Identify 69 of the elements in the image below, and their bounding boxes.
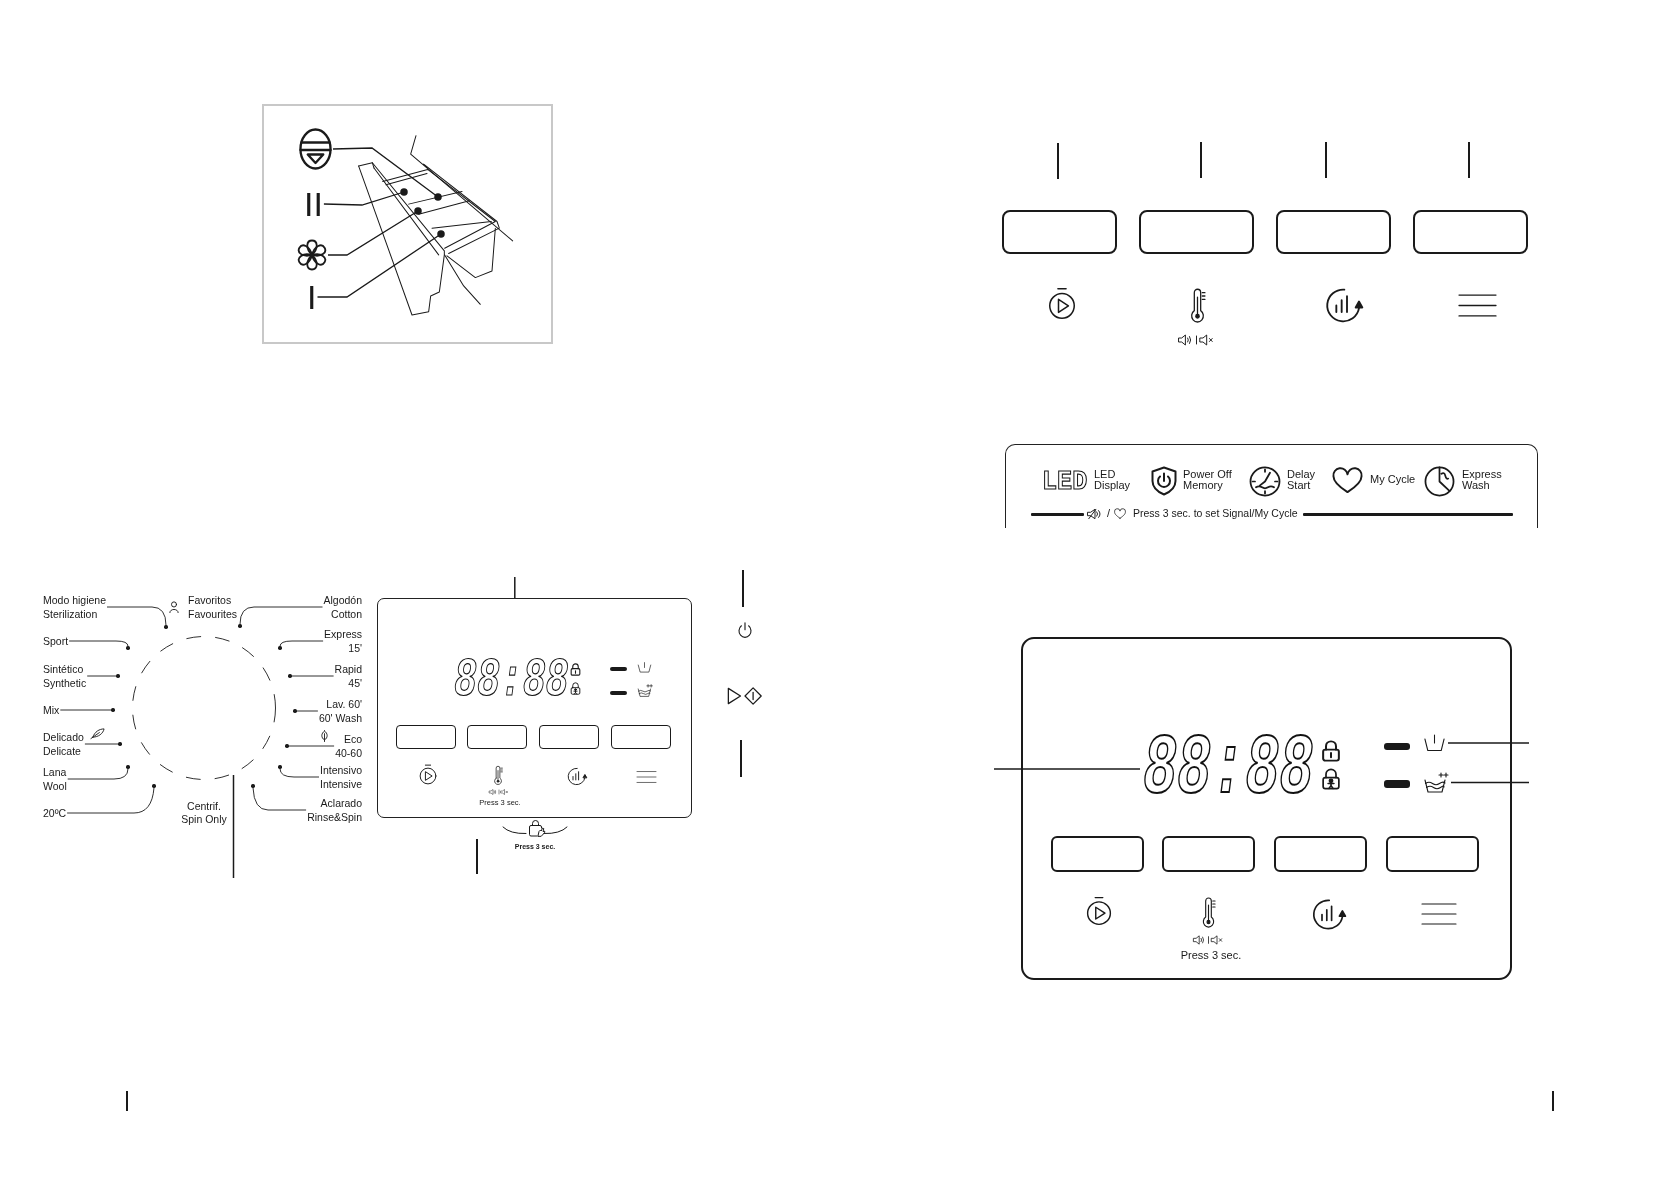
segment-letters: LED [1042,471,1088,492]
program-label: Spin Only [181,812,227,826]
leader-line [279,768,320,778]
program-label: Intensivo Intensive [319,763,362,791]
numeral-label: II [304,187,323,221]
legend-text: My Cycle [1370,474,1416,485]
program-label: Rapid 45' [334,662,362,690]
program-label: Centrif. [187,799,221,813]
legend-text: LED Display [1094,469,1132,490]
leader-line [239,606,323,625]
striped-oval-icon [299,128,332,170]
flower-icon [297,239,327,271]
control-panel [1021,637,1512,980]
dot-marker [116,674,120,678]
leader-line [1450,781,1530,784]
program-label: Lav. 60' 60' Wash [318,697,362,725]
leader-line [288,745,335,747]
dot-marker [278,765,282,769]
program-label: Express 15' [324,627,362,655]
dot-marker [293,709,297,713]
leader-line [514,576,516,599]
leader-line [59,709,112,711]
dot-marker [118,742,122,746]
legend-text: Delay Start [1287,469,1317,490]
program-label: Favoritos [188,593,232,607]
control-panel [377,598,692,818]
leader-line [993,768,1141,770]
program-label: Algodón Cotton [323,593,362,621]
program-label: Mix [43,703,60,717]
legend-panel [1005,444,1538,528]
basin-icon [1423,734,1446,752]
dot-marker [285,744,289,748]
separator-text: / [1107,507,1111,520]
dot-marker [111,708,115,712]
leader-line [66,787,155,814]
dot-marker [126,646,130,650]
leader-line [84,743,119,745]
legend-text: Power Off Memory [1183,469,1233,490]
leader-line [291,675,335,677]
program-label: Aclarado Rinse&Spin [307,796,362,824]
program-label: Sport [43,634,69,648]
leader-line [67,768,129,780]
leader-line [296,710,319,712]
program-label: Delicado Delicate [43,730,84,758]
program-label: Sintético Synthetic [43,662,87,690]
program-label: 20ºC [43,806,67,820]
leader-line [1447,742,1530,744]
hint-text: Press 3 sec. to set Signal/My Cycle [1133,507,1298,520]
dot-marker [288,674,292,678]
numeral-label: I [307,280,317,314]
leader-line [279,640,324,647]
program-label: Eco 40-60 [335,732,362,760]
dot-marker [251,784,255,788]
leader-line [252,787,307,811]
leader-line [86,675,117,677]
program-label: Lana Wool [43,765,67,793]
hint-text: Press 3 sec. [1180,949,1242,962]
dot-marker [126,765,130,769]
leader-line [316,230,445,298]
dashed-dial-ring [132,636,276,780]
program-label: Modo higiene Sterilization [43,593,107,621]
dot-marker [278,646,282,650]
dot-marker [238,624,242,628]
legend-text: Express Wash [1462,469,1503,490]
program-label: Favourites [188,607,238,621]
leader-line [68,640,129,647]
dot-marker [164,625,168,629]
basin-waves-icon [1423,772,1449,793]
dot-marker [152,784,156,788]
